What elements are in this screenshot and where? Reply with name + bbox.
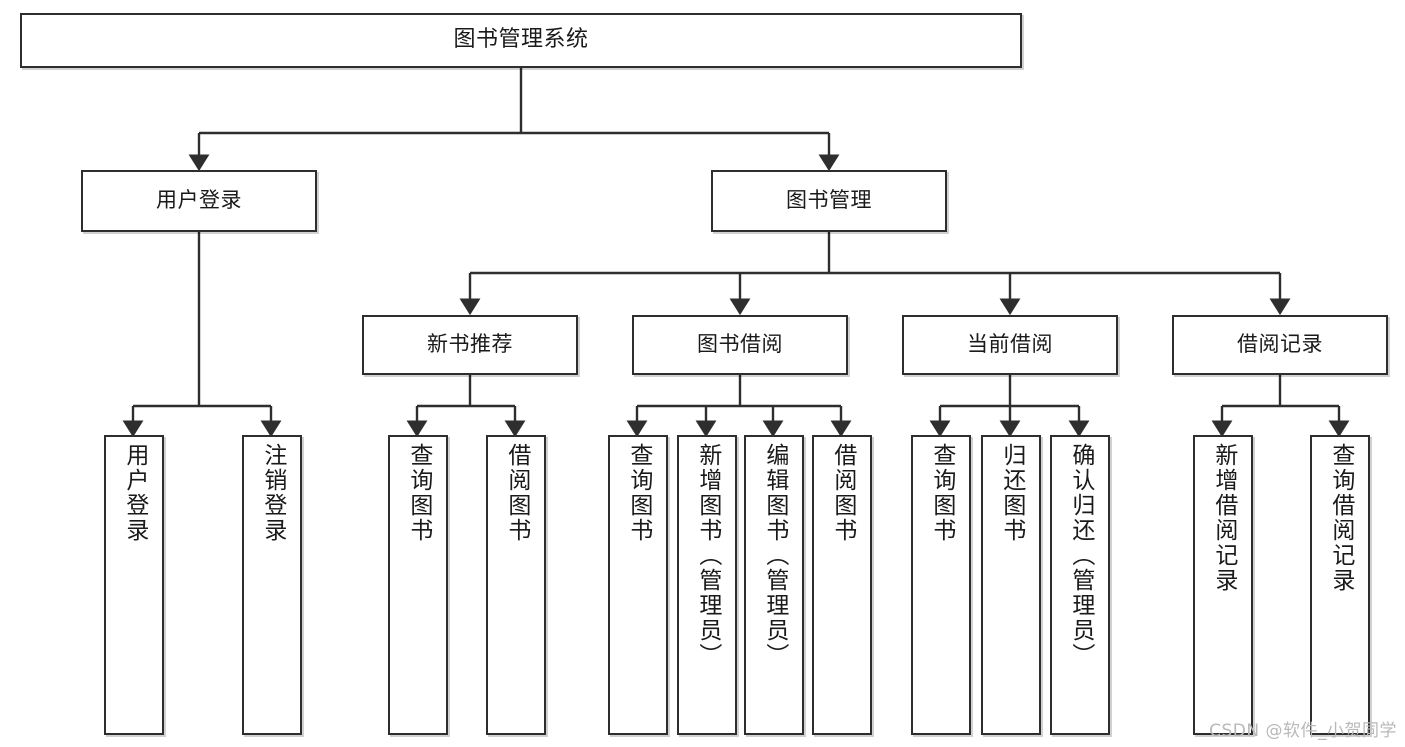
leaf-user-login[interactable]: 用户登录 (104, 435, 164, 735)
node-label: 用户登录 (121, 443, 148, 543)
node-label: 图书管理 (786, 188, 872, 213)
csdn-watermark: CSDN @软件_小贺同学 (1209, 721, 1397, 741)
leaf-borrow-book[interactable]: 借阅图书 (812, 435, 872, 735)
node-label: 新增借阅记录 (1210, 443, 1237, 593)
node-label: 借阅图书 (829, 443, 856, 543)
leaf-user-logout[interactable]: 注销登录 (242, 435, 302, 735)
leaf-confirm-return[interactable]: 确认归还（管理员） (1050, 435, 1110, 735)
node-label: 注销登录 (259, 443, 286, 543)
leaf-edit-book[interactable]: 编辑图书（管理员） (744, 435, 804, 735)
node-label: 图书管理系统 (453, 27, 589, 53)
node-label: 新增图书（管理员） (694, 443, 721, 668)
leaf-borrow-book-recommend[interactable]: 借阅图书 (486, 435, 546, 735)
leaf-query-book-current[interactable]: 查询图书 (911, 435, 971, 735)
node-book-manage[interactable]: 图书管理 (711, 170, 947, 232)
leaf-add-borrow-record[interactable]: 新增借阅记录 (1193, 435, 1253, 735)
node-label: 确认归还（管理员） (1067, 443, 1094, 668)
leaf-return-book[interactable]: 归还图书 (981, 435, 1041, 735)
node-label: 编辑图书（管理员） (761, 443, 788, 668)
leaf-add-book[interactable]: 新增图书（管理员） (677, 435, 737, 735)
leaf-query-book-borrow[interactable]: 查询图书 (608, 435, 668, 735)
node-label: 归还图书 (998, 443, 1025, 543)
node-label: 用户登录 (156, 188, 242, 213)
node-label: 新书推荐 (427, 332, 513, 357)
node-label: 查询借阅记录 (1327, 443, 1354, 593)
node-label: 查询图书 (625, 443, 652, 543)
node-label: 查询图书 (928, 443, 955, 543)
node-label: 查询图书 (405, 443, 432, 543)
node-label: 借阅记录 (1237, 332, 1323, 357)
node-label: 借阅图书 (503, 443, 530, 543)
leaf-query-book-recommend[interactable]: 查询图书 (388, 435, 448, 735)
node-label: 图书借阅 (697, 332, 783, 357)
node-current-borrow[interactable]: 当前借阅 (902, 315, 1118, 375)
node-new-book-recommend[interactable]: 新书推荐 (362, 315, 578, 375)
node-label: 当前借阅 (967, 332, 1053, 357)
node-user-login[interactable]: 用户登录 (81, 170, 317, 232)
node-borrow-record[interactable]: 借阅记录 (1172, 315, 1388, 375)
node-book-borrow[interactable]: 图书借阅 (632, 315, 848, 375)
leaf-query-borrow-record[interactable]: 查询借阅记录 (1310, 435, 1370, 735)
node-root-system[interactable]: 图书管理系统 (20, 13, 1022, 68)
